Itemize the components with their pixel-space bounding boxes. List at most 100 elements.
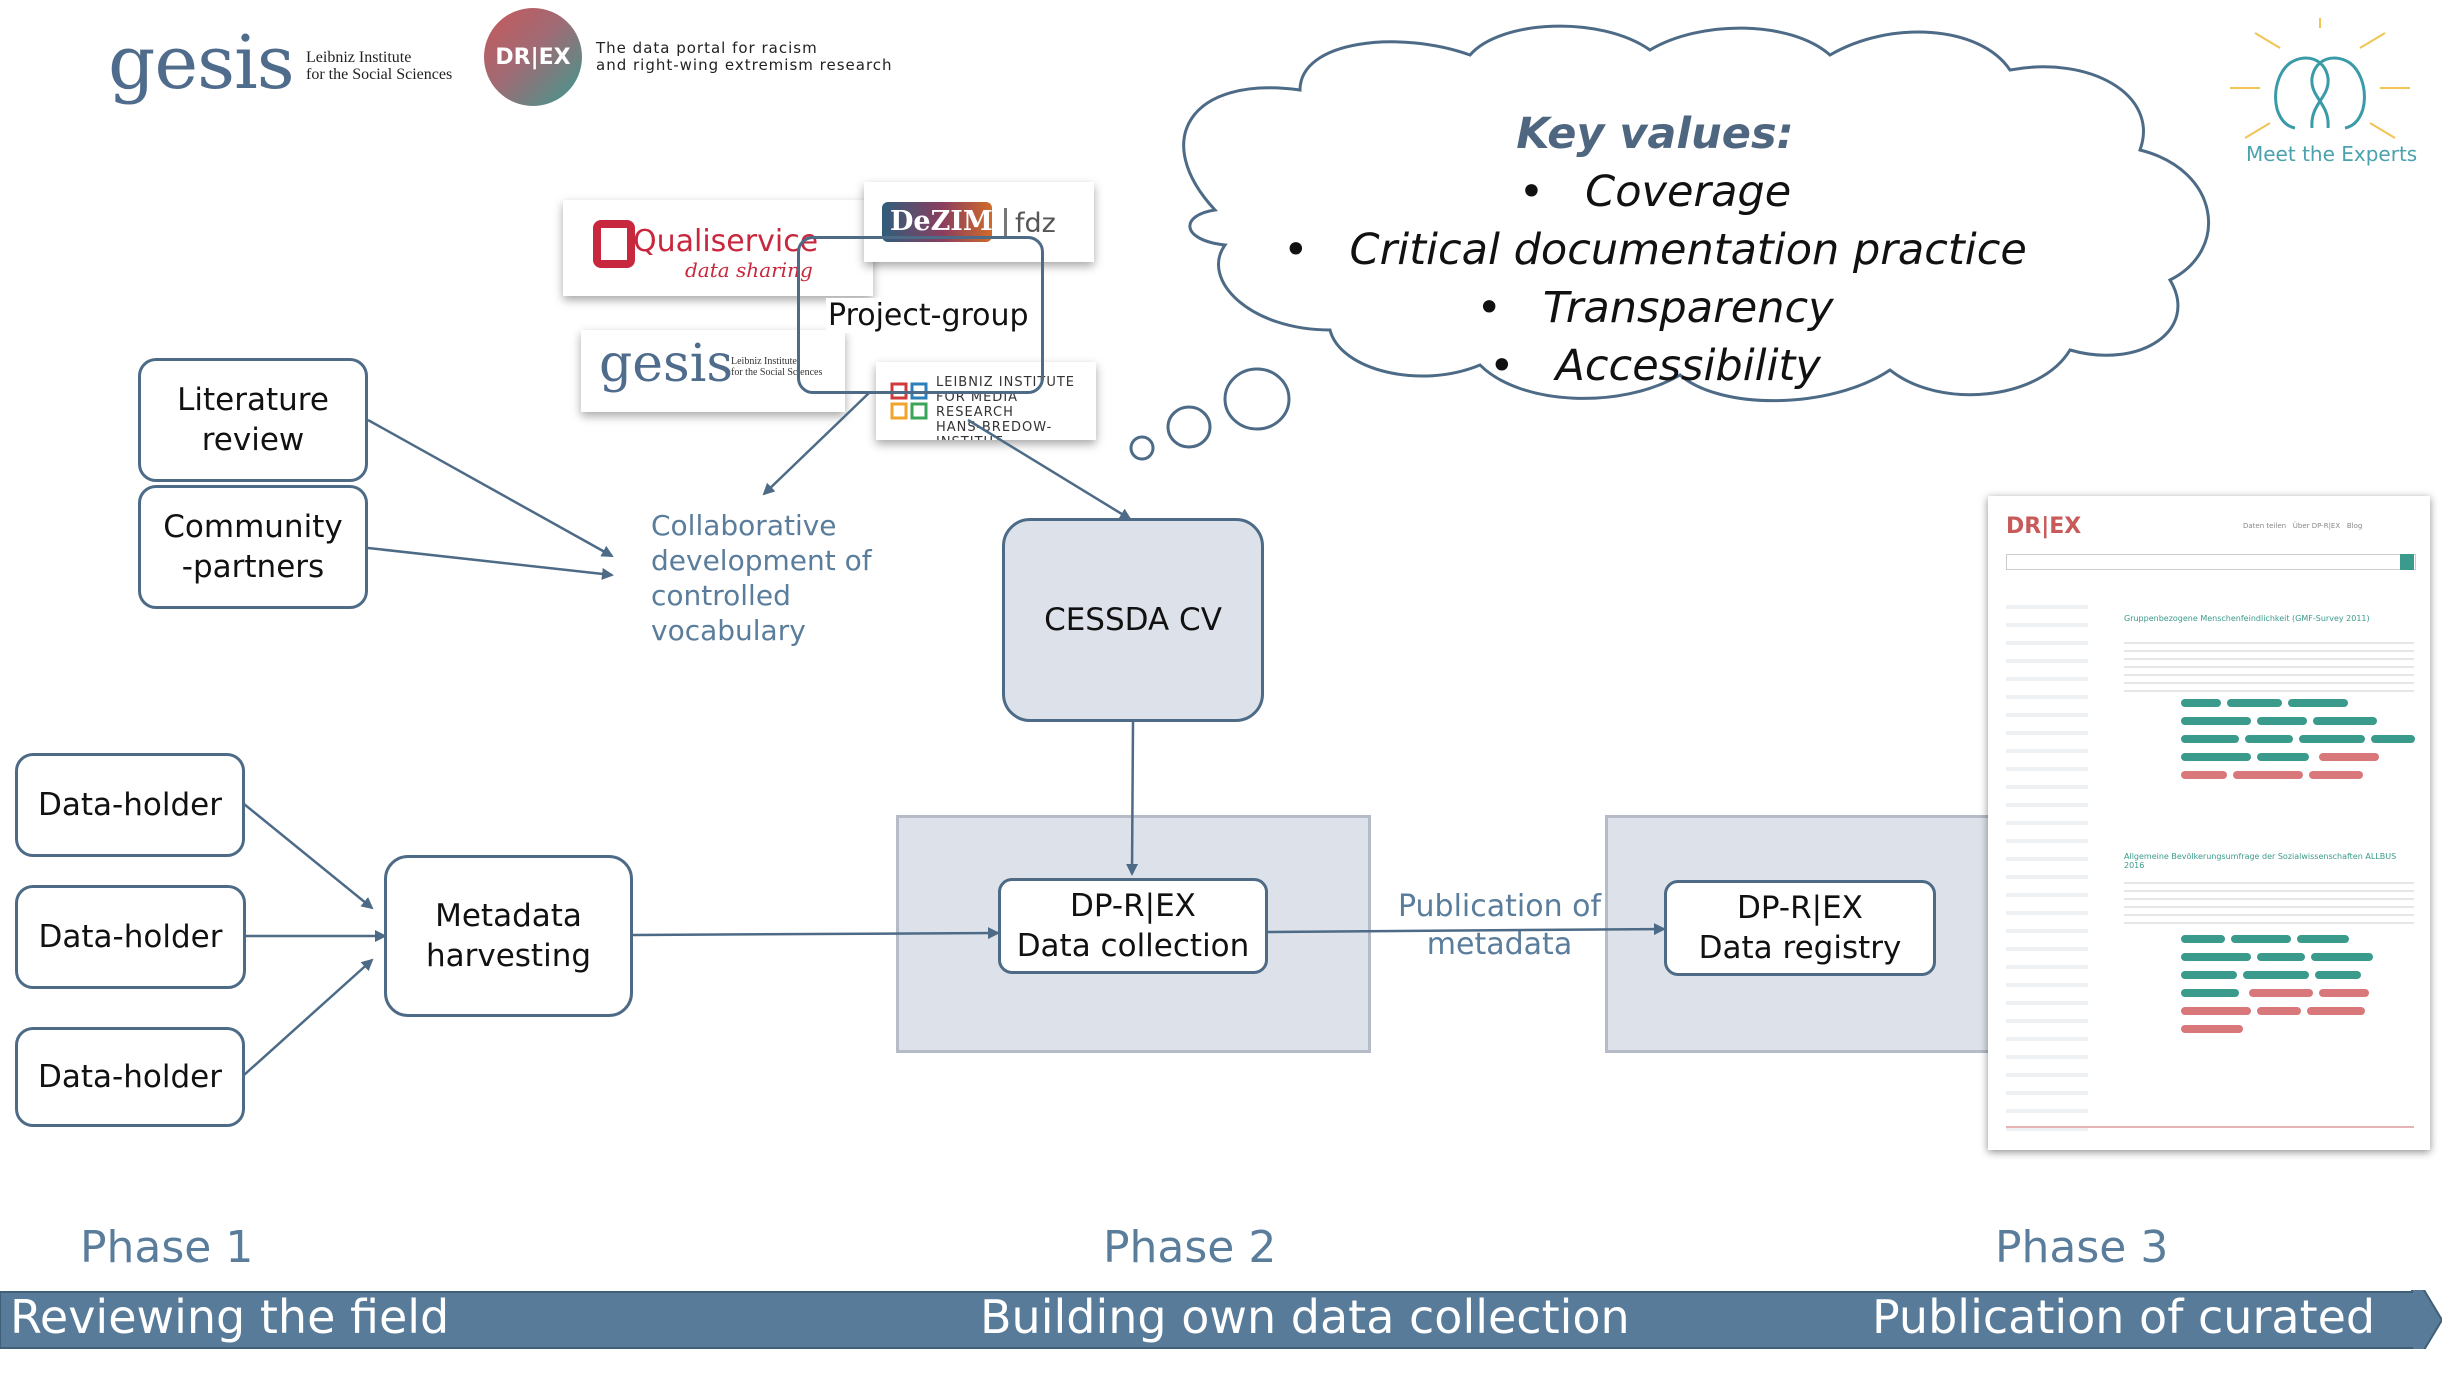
connector-arrows [243, 391, 1666, 1076]
screenshot-nav: Daten teilen Über DP-R|EX Blog [2243, 522, 2363, 530]
screenshot-result-1-title: Gruppenbezogene Menschenfeindlichkeit (G… [2124, 614, 2370, 623]
arrow-literature-to-vocab [367, 418, 614, 558]
drex-tagline: The data portal for racism and right-win… [596, 40, 893, 73]
cloud-bubble-medium [1166, 405, 1212, 449]
dezim-name: DeZIM [890, 206, 993, 237]
key-value-item: • Coverage [1240, 163, 2070, 221]
key-value-item: • Critical documentation practice [1240, 221, 2070, 279]
screenshot-search-button [2400, 554, 2414, 570]
dezim-logo: DeZIM fdz [864, 182, 1094, 262]
gesis-project-sub-1: Leibniz Institute [731, 356, 797, 367]
drex-logo-text: DR|EX [495, 44, 571, 70]
hbi-line-3: HANS-BREDOW-INSTITUT [936, 419, 1053, 440]
cloud-bubble-small [1129, 435, 1155, 461]
drex-tagline-line2: and right-wing extremism research [596, 55, 893, 74]
experts-heads-icon [2230, 18, 2410, 139]
arrow-collection-to-registry [1267, 923, 1666, 936]
drex-tagline-line1: The data portal for racism [596, 39, 818, 57]
metadata-harvesting-label: Metadata harvesting [425, 897, 592, 974]
arrow-holder1-to-harvest [243, 803, 374, 910]
key-values-block: Key values: • Coverage • Critical docume… [1240, 105, 2070, 395]
bullet-icon: • [1489, 341, 1556, 391]
arrow-group-to-cessda [967, 418, 1132, 521]
arrow-cessda-to-collection [1126, 721, 1139, 876]
screenshot-tags-1 [2178, 696, 2418, 786]
phase-1-label: Phase 1 [80, 1222, 254, 1273]
data-holder-label: Data-holder [38, 918, 223, 955]
bullet-icon: • [1283, 225, 1350, 275]
phase-arrow-bar [0, 1290, 2442, 1349]
key-value-item: • Transparency [1240, 279, 2070, 337]
qualiservice-name: Qualiservice [633, 224, 819, 259]
cloud-bubble-large [1223, 367, 1291, 431]
qualiservice-logo: Qualiservice data sharing [563, 200, 873, 296]
data-collection-subtitle: Data collection [1016, 928, 1250, 964]
project-group-frame [797, 236, 1044, 394]
meet-experts-logo: Meet the Experts [2200, 18, 2440, 168]
publication-line-1: Publication of [1397, 889, 1602, 924]
key-value-label: Critical documentation practice [1349, 225, 2027, 275]
phase-2-label: Phase 2 [1103, 1222, 1277, 1273]
data-holder-node-1: Data-holder [15, 753, 245, 857]
community-partners-label: Community-partners [163, 508, 343, 585]
dezim-fdz: fdz [1004, 208, 1056, 239]
key-value-label: Accessibility [1555, 341, 1821, 391]
screenshot-sidebar [2006, 591, 2088, 1131]
key-values-title: Key values: [1516, 109, 1794, 159]
bullet-icon: • [1518, 167, 1586, 217]
gesis-project-sub-2: for the Social Sciences [731, 367, 823, 378]
project-group-label: Project-group [826, 298, 1031, 333]
arrow-harvest-to-collection [632, 927, 1000, 940]
cessda-cv-label: CESSDA CV [1044, 601, 1222, 638]
data-registry-node: DP-R|EX Data registry [1664, 880, 1936, 976]
gesis-project-logo: gesis Leibniz Institute for the Social S… [581, 330, 845, 412]
data-collection-node: DP-R|EX Data collection [998, 878, 1268, 974]
key-value-label: Transparency [1542, 283, 1834, 333]
screenshot-footer-line [2006, 1126, 2414, 1128]
gesis-project-wordmark: gesis [599, 334, 734, 394]
bar-label-right: Publication of curated data [1872, 1290, 2376, 1398]
key-value-item: • Accessibility [1240, 337, 2070, 395]
key-value-label: Coverage [1585, 167, 1792, 217]
qualiservice-sub: data sharing [685, 258, 813, 282]
gesis-wordmark: gesis [108, 20, 295, 106]
data-registry-title: DP-R|EX [1737, 889, 1863, 926]
arrow-community-to-vocab [367, 546, 614, 580]
data-holder-label: Data-holder [38, 786, 222, 823]
hbi-logo: LEIBNIZ INSTITUTE FOR MEDIA RESEARCH HAN… [876, 362, 1096, 440]
data-holder-node-2: Data-holder [15, 885, 246, 989]
cessda-cv-node: CESSDA CV [1002, 518, 1264, 722]
gesis-logo: gesis [108, 20, 295, 106]
collaborative-vocab-text: Collaborative development of controlled … [651, 509, 872, 647]
data-holder-label: Data-holder [38, 1058, 222, 1095]
phase-3-label: Phase 3 [1995, 1222, 2169, 1273]
cloud-shape [1182, 24, 2211, 403]
community-partners-node: Community-partners [138, 485, 368, 609]
screenshot-result-1-body [2124, 636, 2414, 696]
screenshot-logo: DR|EX [2006, 514, 2082, 539]
meet-experts-text: Meet the Experts [2246, 142, 2418, 166]
data-collection-title: DP-R|EX [1070, 887, 1196, 924]
bullet-icon: • [1476, 283, 1543, 333]
screenshot-result-2-body [2124, 876, 2414, 926]
registry-screenshot: DR|EX Daten teilen Über DP-R|EX Blog Gru… [1988, 496, 2430, 1150]
screenshot-search-bar [2006, 554, 2416, 570]
publication-line-2: metadata [1426, 927, 1573, 962]
drex-logo-circle: DR|EX [484, 8, 582, 106]
data-registry-subtitle: Data registry [1698, 930, 1902, 966]
qualiservice-icon [593, 220, 635, 268]
bar-label-left: Reviewing the field [10, 1290, 450, 1344]
bar-label-center: Building own data collection [980, 1290, 1630, 1344]
screenshot-tags-2 [2178, 932, 2418, 1040]
thought-cloud [1129, 24, 2211, 461]
arrow-group-to-vocab [762, 391, 871, 496]
gesis-subtitle-line2: for the Social Sciences [306, 65, 453, 83]
dezim-badge [882, 202, 992, 242]
metadata-harvesting-node: Metadata harvesting [384, 855, 633, 1017]
screenshot-result-2-title: Allgemeine Bevölkerungsumfrage der Sozia… [2124, 852, 2397, 870]
gesis-subtitle-line1: Leibniz Institute [306, 49, 412, 66]
arrow-holder3-to-harvest [243, 958, 374, 1076]
literature-review-node: Literature review [138, 358, 368, 482]
gesis-project-sub: Leibniz Institute for the Social Science… [731, 356, 822, 378]
data-holder-node-3: Data-holder [15, 1027, 245, 1127]
